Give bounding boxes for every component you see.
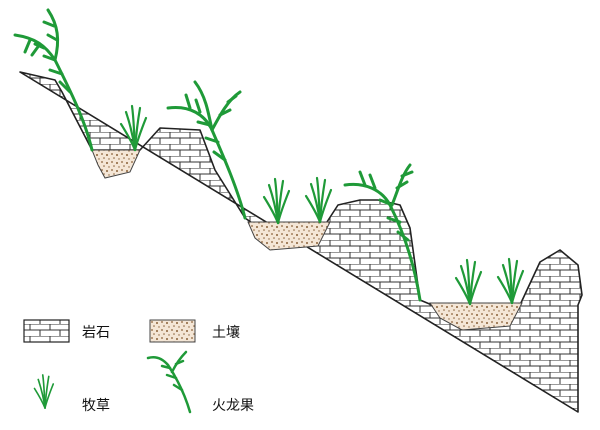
legend-dragonfruit-icon [146,350,192,414]
dragonfruit-plant-3 [343,163,422,302]
legend-soil-label: 土壤 [212,324,240,341]
legend-soil-swatch [149,319,196,343]
soil-pocket-3 [429,302,523,331]
soil-pocket-2 [247,221,331,251]
legend-rock-label: 岩石 [82,325,110,341]
grass-tuft-2 [262,177,291,225]
legend-grass-icon [33,374,55,409]
soil-pocket-1 [91,149,141,179]
dragonfruit-plant-1 [13,8,94,152]
legend-rock-swatch [23,319,70,343]
grass-tuft-3 [304,176,333,224]
grass-tuft-4 [454,258,483,306]
dragonfruit-plant-2 [166,80,247,220]
legend-dragonfruit-label: 火龙果 [212,398,254,414]
legend-grass-label: 牧草 [82,398,110,414]
grass-tuft-5 [496,257,525,305]
